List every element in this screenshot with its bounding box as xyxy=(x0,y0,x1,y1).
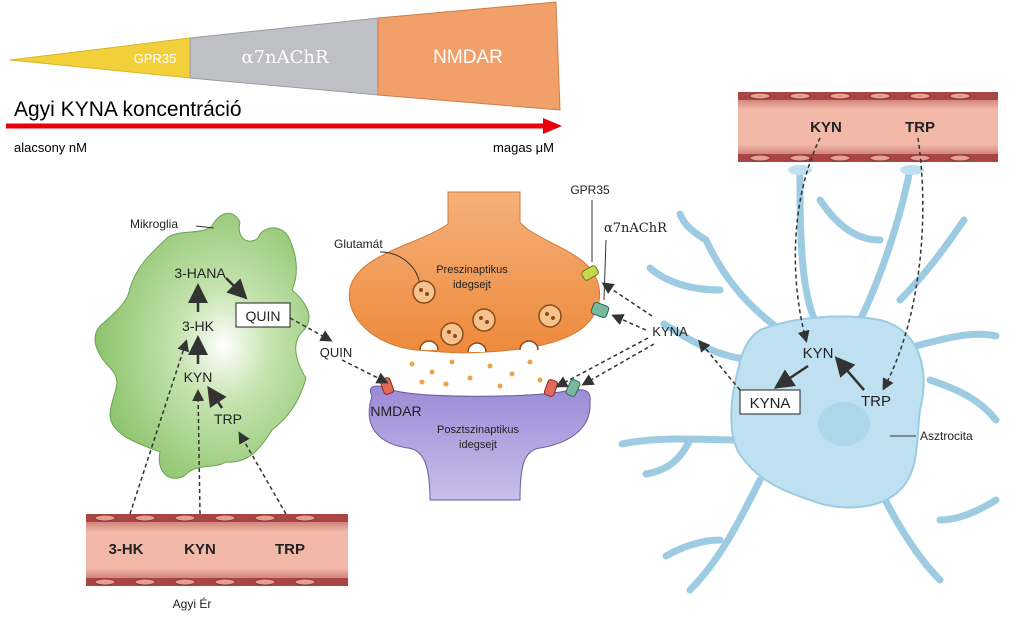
scale-low-label: alacsony nM xyxy=(14,140,87,155)
vessel-right: KYN TRP xyxy=(738,92,998,162)
vessel-right-kyn: KYN xyxy=(810,119,842,136)
arrow-vessel-3hk-to-microglia xyxy=(129,339,189,515)
vessel-left-label: Agyi Ér xyxy=(173,596,212,611)
vessel-right-trp: TRP xyxy=(905,119,935,136)
postsynaptic-neuron: NMDAR Posztszinaptikus idegsejt xyxy=(368,377,591,501)
arrow-kyna-to-a7nachr xyxy=(611,314,647,331)
arrow-kyna-to-nmdar-post xyxy=(555,337,649,388)
postsynaptic-nmdar-label: NMDAR xyxy=(370,403,421,419)
arrow-kyna-to-synapse-label xyxy=(698,339,741,391)
arrow-quin-to-nmdar xyxy=(341,359,389,384)
presynaptic-label-1: Preszinaptikus xyxy=(436,264,508,276)
microglia-quin: QUIN xyxy=(246,308,281,324)
postsynaptic-label-1: Posztszinaptikus xyxy=(437,424,519,436)
vessel-left: 3-HK KYN TRP Agyi Ér xyxy=(86,514,348,611)
nmdar-segment xyxy=(377,1,561,111)
microglia-cell: Mikroglia 3-HANA QUIN 3-HK KYN TRP xyxy=(94,212,310,479)
postsynaptic-label-2: idegsejt xyxy=(459,439,497,451)
arrow-kyna-to-gpr35 xyxy=(601,282,653,317)
vessel-left-3hk: 3-HK xyxy=(108,541,143,558)
gpr35-scale-label: GPR35 xyxy=(134,51,177,66)
concentration-arrowhead xyxy=(543,118,562,134)
scale-high-label: magas μM xyxy=(493,140,554,155)
scale-title: Agyi KYNA koncentráció xyxy=(14,98,242,121)
arrow-astro-trp-to-kyn xyxy=(834,356,865,391)
microglia-label: Mikroglia xyxy=(130,217,178,231)
astrocyte-trp: TRP xyxy=(861,393,891,410)
astrocyte-kyna: KYNA xyxy=(750,395,791,412)
microglia-quin-box xyxy=(235,302,291,328)
vessel-left-kyn: KYN xyxy=(184,541,216,558)
dashed-arrows xyxy=(129,137,924,515)
arrow-quin-box-to-quin xyxy=(289,317,333,342)
arrow-vessel-trp-to-microglia xyxy=(238,431,287,515)
gpr35-receptor-icon xyxy=(581,265,599,281)
astrocyte-kyna-box xyxy=(739,389,801,415)
synapse-a7nachr-label: α7nAChR xyxy=(604,221,668,236)
arrow-vessel-trp-to-astrocyte xyxy=(882,137,924,391)
nmdar-scale-label: NMDAR xyxy=(433,47,503,68)
presynaptic-neuron: Glutamát Preszinaptikus idegsejt GPR35 α… xyxy=(334,183,668,354)
arrow-vessel-kyn-to-microglia xyxy=(192,389,205,515)
nmdar-receptor-icon-2 xyxy=(543,379,559,397)
presynaptic-label-2: idegsejt xyxy=(453,279,491,291)
a7nachr-receptor-icon xyxy=(590,301,610,319)
astrocyte-label: Asztrocita xyxy=(920,429,973,443)
glutamate-label: Glutamát xyxy=(334,237,383,251)
synapse-kyna-label: KYNA xyxy=(652,324,688,339)
vessel-left-trp: TRP xyxy=(275,541,305,558)
a7nachr-scale-label: α7nAChR xyxy=(241,47,329,68)
synapse-quin-label: QUIN xyxy=(320,345,353,360)
concentration-scale: GPR35 α7nAChR NMDAR Agyi KYNA koncentrác… xyxy=(6,1,562,155)
arrow-astro-kyn-to-kyna xyxy=(773,364,809,389)
astrocyte-kyn: KYN xyxy=(803,345,834,362)
microglia-kyn: KYN xyxy=(184,369,213,385)
arrow-trp-to-kyn xyxy=(207,385,227,409)
arrow-3hana-to-quin xyxy=(225,277,248,300)
synapse-gpr35-label: GPR35 xyxy=(570,183,610,197)
glutamate-particles xyxy=(409,359,543,389)
microglia-trp: TRP xyxy=(214,411,242,427)
arrow-vessel-kyn-to-astrocyte xyxy=(794,137,821,343)
microglia-3hana: 3-HANA xyxy=(174,265,226,281)
microglia-3hk: 3-HK xyxy=(182,318,215,334)
astrocyte-cell: KYN KYNA TRP Asztrocita xyxy=(618,165,1000,594)
arrow-kyna-to-a7-post xyxy=(581,343,655,386)
